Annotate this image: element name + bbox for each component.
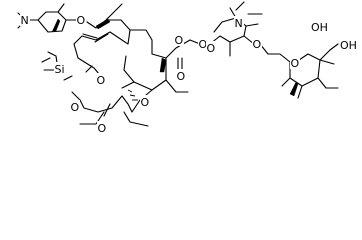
atom-label-nitrogen: N [21,14,29,27]
atom-label-oxygen: O [77,14,86,27]
atom-labels: N O O Si O O O O O O O N O O OH OH [20,13,360,135]
wedge-bond [289,81,299,97]
atom-label-oxygen: O [97,74,106,87]
structure-canvas: N O O Si O O O O O O O N O O OH OH [17,1,360,135]
atom-label-oxygen: O [71,101,80,114]
chemical-structure-diagram: N O O Si O O O O O O O N O O OH OH [17,1,360,135]
bond-skeleton [17,1,339,127]
atom-label-oxygen: O [141,96,150,109]
wedge-bond [51,18,61,33]
atom-label-oxygen: O [98,122,107,135]
atom-label-silicon: Si [55,63,65,76]
hash-bond [127,89,133,93]
wedge-bond [159,57,167,73]
atom-label-oxygen: O [177,70,186,83]
atom-label-oxygen: O [291,57,300,70]
atom-label-oxygen: O [199,38,208,51]
atom-label-oxygen: O [175,34,184,47]
atom-label-nitrogen: N [235,17,243,30]
atom-label-oxygen: O [253,38,262,51]
wedge-bond [95,18,111,30]
atom-label-hydroxyl: OH [340,39,357,52]
atom-label-oxygen: O [207,42,216,55]
stereo-wedges [51,18,299,101]
atom-label-hydroxyl: OH [311,21,328,34]
hash-bond [129,94,136,97]
